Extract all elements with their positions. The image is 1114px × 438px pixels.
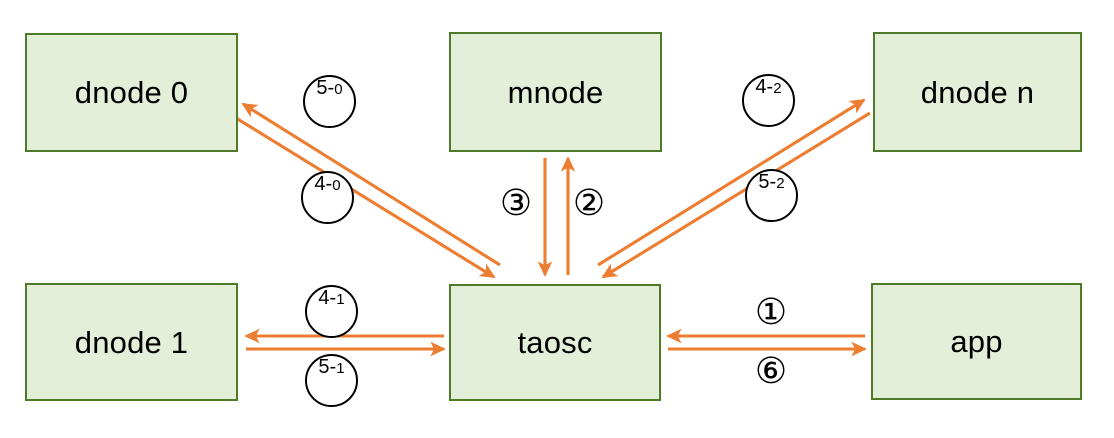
node-dnoden[interactable]: dnode n	[873, 32, 1082, 152]
step-badge-4-0-sep: -	[325, 173, 333, 195]
node-app[interactable]: app	[871, 283, 1082, 400]
node-mnode-label: mnode	[507, 74, 604, 110]
step-badge-5-0: 5 - 0	[303, 75, 356, 128]
step-badge-3: ③	[499, 183, 533, 224]
node-app-label: app	[950, 324, 1003, 359]
edge-4-0-arrow	[235, 116, 496, 279]
step-badge-4-0-main: 4	[314, 173, 326, 195]
step-badge-2: ②	[572, 183, 606, 224]
edge-4-2-arrow	[597, 98, 866, 267]
step-badge-5-1-sub: 1	[336, 360, 345, 377]
node-taosc-label: taosc	[517, 325, 593, 360]
step-badge-5-0-sub: 0	[334, 81, 343, 98]
step-badge-4-2-main: 4	[755, 76, 767, 98]
step-badge-5-2-sep: -	[769, 171, 777, 193]
step-badge-5-1: 5 - 1	[305, 354, 358, 407]
step-badge-4-1-sub: 1	[336, 291, 345, 308]
step-badge-4-2-sep: -	[766, 76, 774, 98]
step-badge-5-2: 5 - 2	[745, 169, 798, 222]
node-dnode1[interactable]: dnode 1	[25, 283, 238, 401]
edge-5-0-arrow	[241, 102, 501, 267]
node-dnode1-label: dnode 1	[74, 324, 189, 360]
step-badge-5-2-sub: 2	[776, 175, 785, 192]
step-badge-4-1-sep: -	[329, 287, 337, 309]
step-badge-4-0: 4 - 0	[301, 171, 354, 224]
step-badge-4-2-sub: 2	[773, 80, 782, 97]
step-badge-4-2: 4 - 2	[742, 74, 795, 127]
node-dnode0[interactable]: dnode 0	[25, 33, 238, 152]
step-badge-4-1-main: 4	[318, 287, 330, 309]
step-badge-5-1-sep: -	[329, 356, 337, 378]
step-badge-5-0-main: 5	[316, 77, 328, 99]
step-badge-4-1: 4 - 1	[305, 285, 358, 338]
step-badge-5-0-sep: -	[327, 77, 335, 99]
step-badge-5-1-main: 5	[318, 356, 330, 378]
node-mnode[interactable]: mnode	[449, 32, 662, 152]
node-taosc[interactable]: taosc	[449, 284, 661, 401]
edge-5-2-arrow	[601, 111, 871, 279]
node-dnoden-label: dnode n	[920, 74, 1035, 110]
step-badge-6: ⑥	[754, 351, 788, 392]
step-badge-4-0-sub: 0	[332, 177, 341, 194]
node-dnode0-label: dnode 0	[74, 75, 189, 110]
step-badge-1: ①	[754, 292, 788, 333]
step-badge-5-2-main: 5	[758, 171, 770, 193]
